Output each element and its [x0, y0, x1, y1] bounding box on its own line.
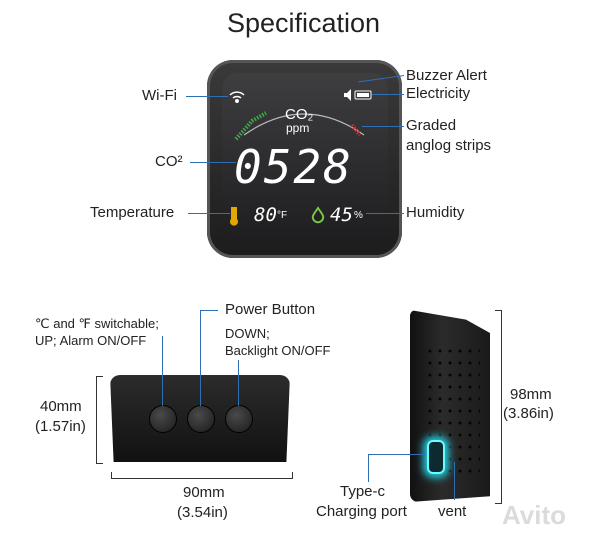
label-temperature: Temperature — [90, 204, 175, 221]
label-power: Power Button — [225, 301, 316, 318]
leader-line — [368, 454, 426, 455]
co2-reading: 0528 — [234, 140, 353, 194]
avito-watermark: Avito — [502, 500, 567, 530]
leader-line — [454, 462, 455, 500]
depth-bracket — [495, 310, 502, 504]
down-button[interactable] — [225, 405, 253, 433]
label-up-2: UP; Alarm ON/OFF — [35, 333, 147, 348]
label-wifi: Wi-Fi — [142, 87, 177, 104]
wifi-icon — [229, 91, 245, 103]
gauge-arc — [243, 113, 365, 136]
leader-line — [366, 213, 404, 214]
label-buzzer: Buzzer Alert — [406, 67, 487, 84]
leader-line — [238, 360, 239, 406]
page-title: Specification — [226, 8, 381, 38]
ppm-unit: ppm — [286, 121, 310, 135]
label-up-1: ℃ and ℉ switchable; — [35, 316, 159, 331]
depth-in: (3.86in) — [503, 405, 554, 422]
width-bracket — [111, 472, 293, 479]
humidity-value: 45 — [330, 204, 353, 226]
label-graded-1: Graded — [406, 117, 457, 134]
label-vent: vent — [438, 503, 467, 520]
width-mm: 90mm — [183, 484, 225, 501]
label-humidity: Humidity — [406, 204, 465, 221]
leader-line — [362, 126, 404, 127]
power-button[interactable] — [187, 405, 215, 433]
leader-line — [190, 162, 236, 163]
up-button[interactable] — [149, 405, 177, 433]
leader-line — [372, 94, 404, 95]
depth-mm: 98mm — [510, 386, 552, 403]
leader-line — [188, 213, 230, 214]
height-in: (1.57in) — [35, 418, 86, 435]
device-screen — [222, 73, 388, 241]
label-type-c: Type-c — [340, 483, 386, 500]
label-graded-2: anglog strips — [406, 137, 492, 154]
leader-line — [368, 454, 369, 482]
label-co2: CO² — [155, 153, 183, 170]
label-electricity: Electricity — [406, 85, 471, 102]
droplet-icon — [311, 206, 325, 224]
label-charging-port: Charging port — [316, 503, 407, 520]
leader-line — [186, 96, 228, 97]
leader-line — [200, 310, 218, 311]
gauge-red-strip — [350, 123, 362, 137]
label-down-1: DOWN; — [225, 326, 270, 341]
humidity-unit: % — [354, 210, 363, 221]
battery-icon — [354, 90, 372, 100]
speaker-icon — [344, 89, 351, 101]
label-down-2: Backlight ON/OFF — [225, 343, 331, 358]
gauge-green-strip — [234, 111, 267, 141]
usb-c-port — [427, 440, 445, 474]
height-bracket — [96, 376, 103, 464]
leader-line — [200, 310, 201, 406]
temperature-value: 80 — [254, 204, 277, 226]
height-mm: 40mm — [40, 398, 82, 415]
width-in: (3.54in) — [177, 504, 228, 521]
co2-display-label: CO₂ — [285, 106, 314, 123]
thermometer-icon — [230, 207, 238, 226]
leader-line — [162, 336, 163, 406]
temperature-unit: °F — [277, 210, 288, 221]
screen-graphics — [229, 89, 372, 226]
